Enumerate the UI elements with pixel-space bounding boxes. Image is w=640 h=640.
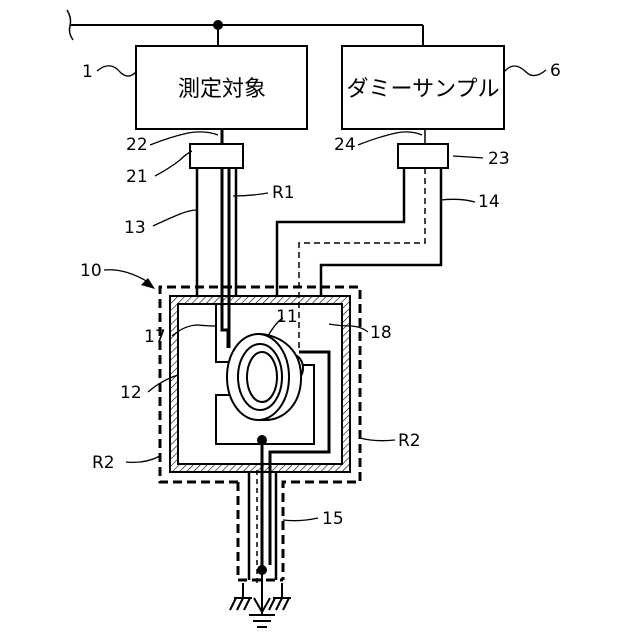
ref-1: 1	[82, 62, 93, 82]
dummy-sample-label: ダミーサンプル	[347, 77, 500, 102]
ref-12: 12	[120, 383, 142, 403]
ref-18: 18	[370, 323, 392, 343]
cable-14	[277, 168, 441, 296]
rail-junction-dot	[213, 20, 223, 30]
dummy-path-dashed	[299, 168, 425, 352]
ground-junction-dot-upper	[257, 435, 267, 445]
ref-21: 21	[126, 167, 148, 187]
ref-14: 14	[478, 192, 500, 212]
ref-15: 15	[322, 509, 344, 529]
ground-symbol-left	[230, 583, 252, 610]
ref-r2-left: R2	[92, 453, 115, 473]
connector-23	[398, 144, 448, 168]
arrow-10	[104, 270, 155, 289]
measurement-target-label: 測定対象	[178, 77, 266, 102]
ref-r1: R1	[272, 183, 295, 203]
ref-22: 22	[126, 135, 148, 155]
ref-13: 13	[124, 218, 146, 238]
ref-11: 11	[276, 307, 298, 327]
ref-17: 17	[144, 327, 166, 347]
ref-r2-right: R2	[398, 431, 421, 451]
ref-23: 23	[488, 149, 510, 169]
top-rail	[67, 10, 423, 46]
ref-6: 6	[550, 61, 561, 81]
toroid-sensor-11	[227, 334, 303, 420]
connector-21	[190, 144, 243, 168]
ref-10: 10	[80, 261, 102, 281]
ref-24: 24	[334, 135, 356, 155]
ground-symbol-right	[269, 583, 291, 610]
